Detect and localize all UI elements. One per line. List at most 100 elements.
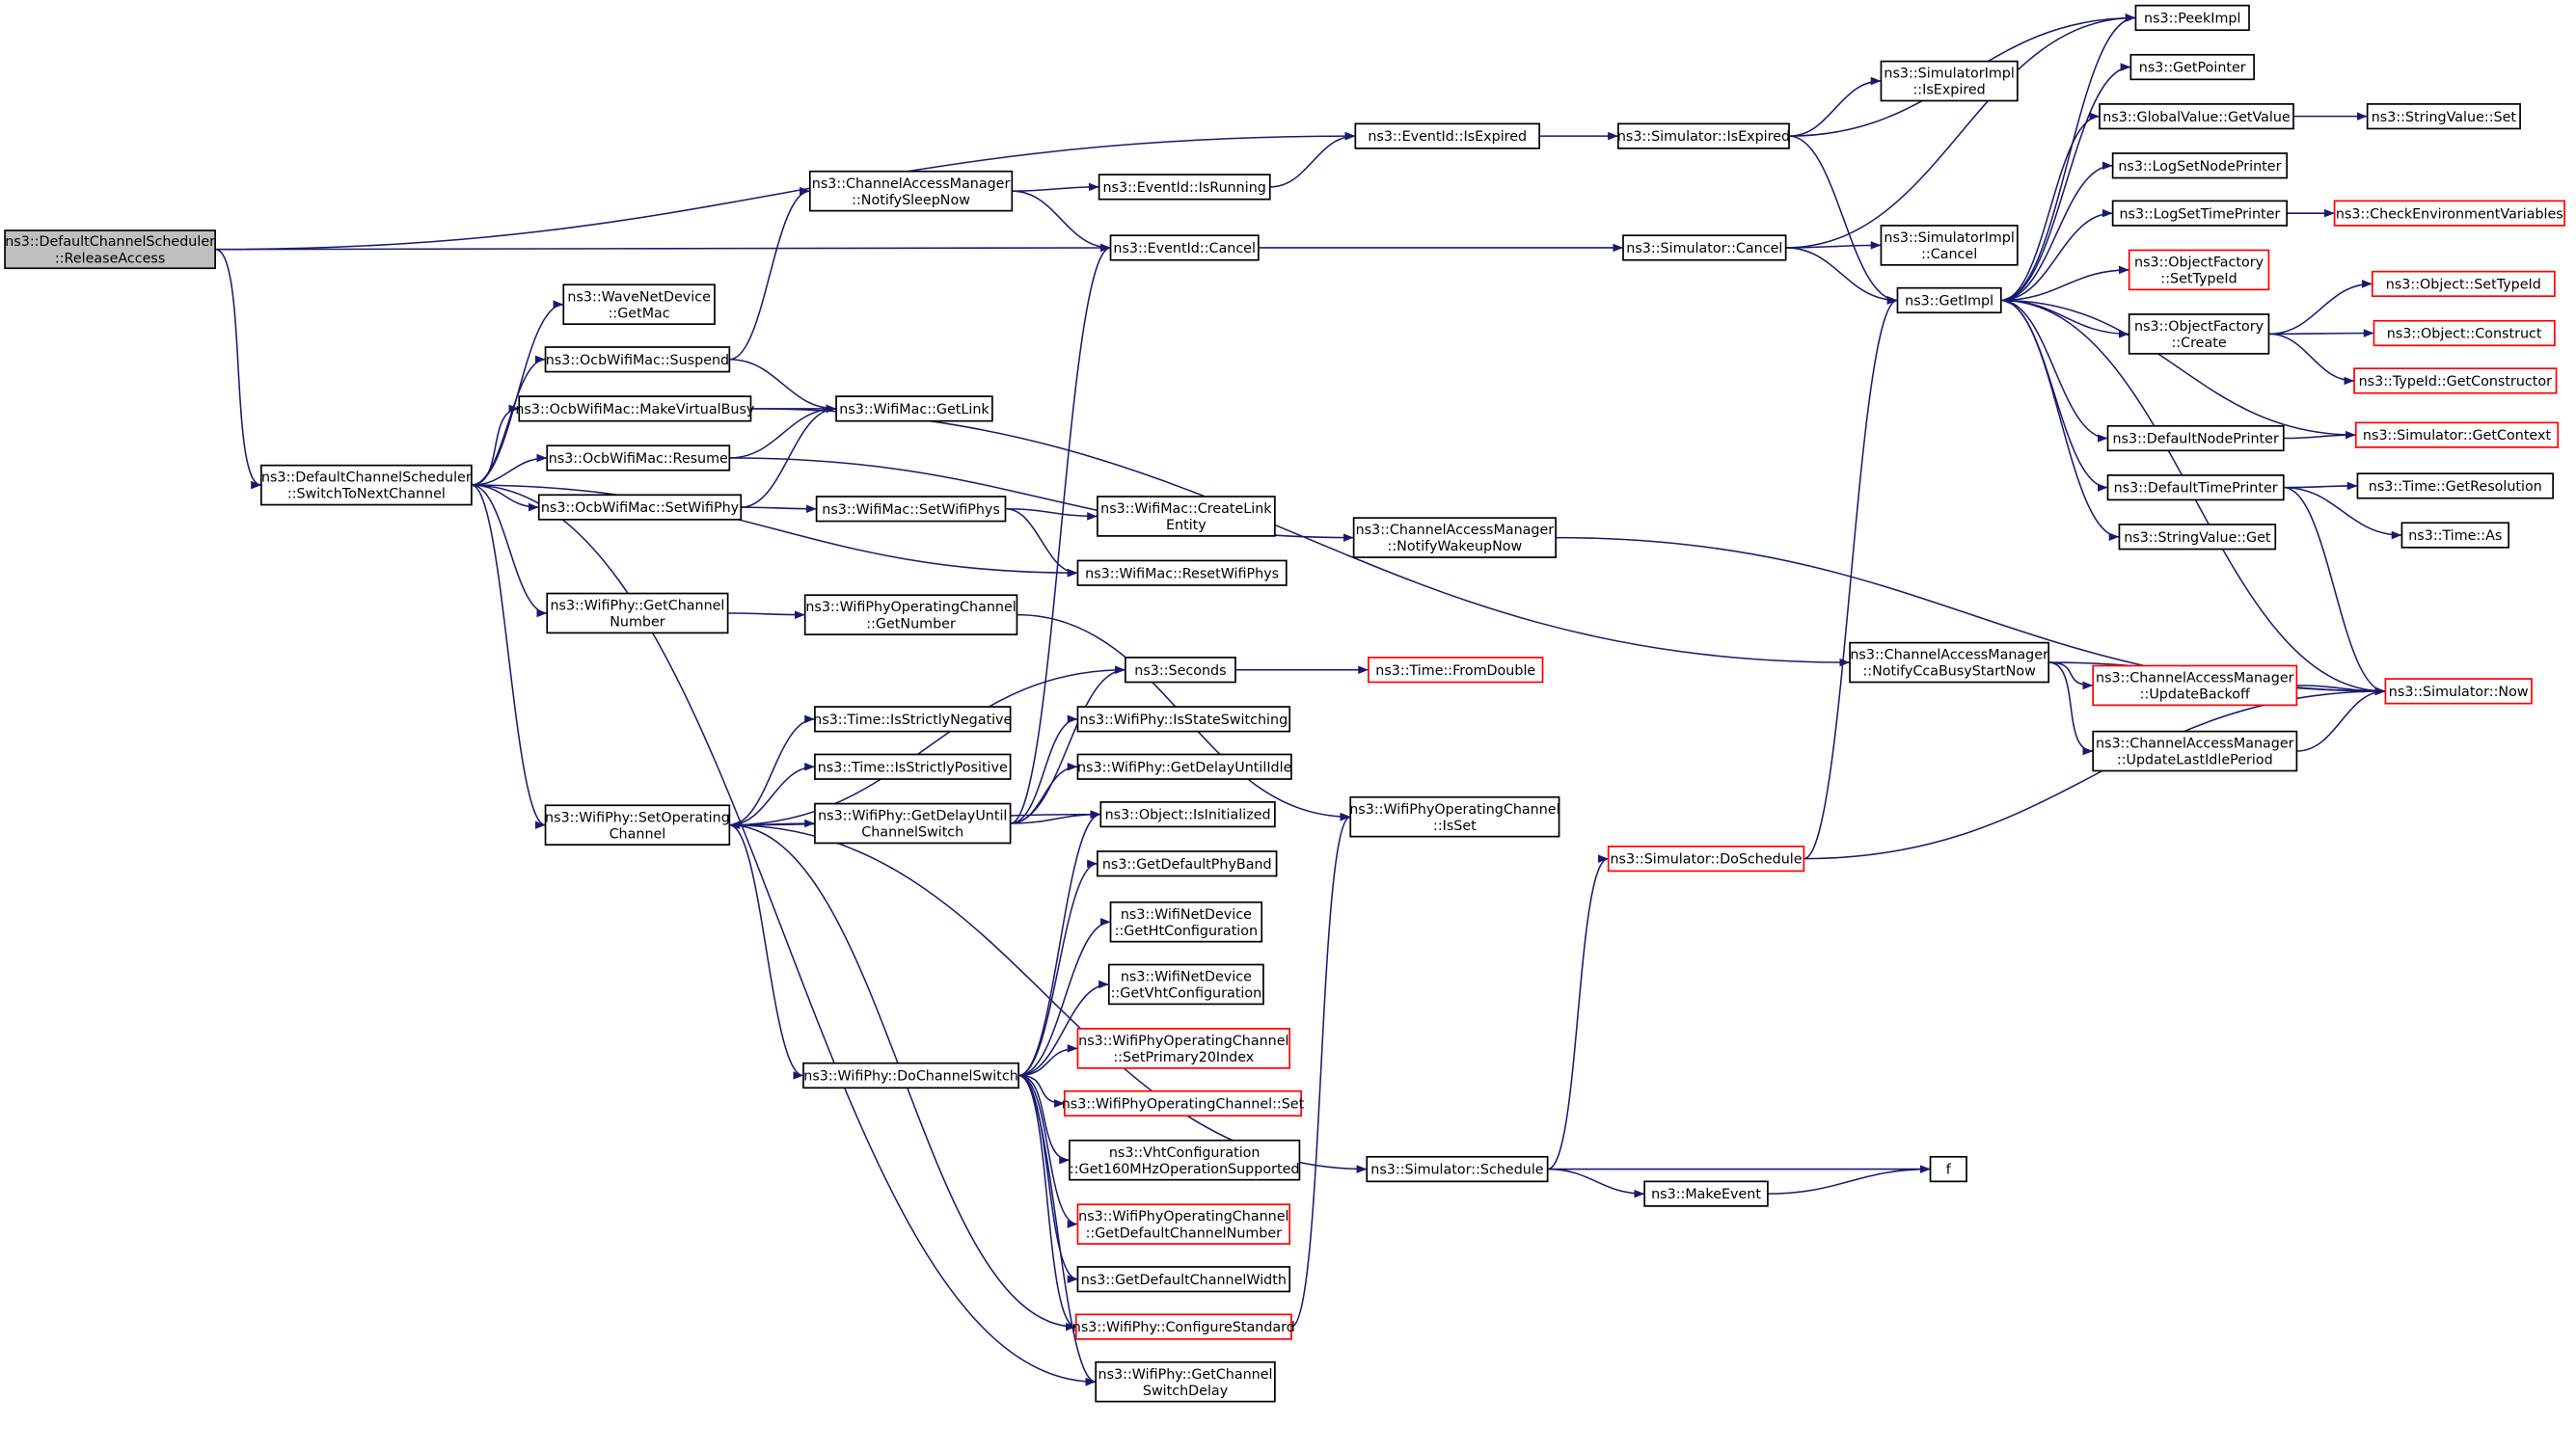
node-macsetphys[interactable]: ns3::WifiMac::SetWifiPhys bbox=[815, 496, 1007, 523]
node-box[interactable] bbox=[802, 1062, 1019, 1090]
node-box[interactable] bbox=[1896, 286, 2002, 314]
node-box[interactable] bbox=[546, 592, 729, 634]
node-box[interactable] bbox=[2092, 664, 2298, 707]
node-wakeup[interactable]: ns3::ChannelAccessManager::NotifyWakeupN… bbox=[1352, 517, 1558, 558]
node-simnow[interactable]: ns3::Simulator::Now bbox=[2384, 678, 2533, 705]
node-svget[interactable]: ns3::StringValue::Get bbox=[2118, 524, 2277, 551]
node-getctor[interactable]: ns3::TypeId::GetConstructor bbox=[2353, 367, 2558, 394]
node-deftimeprint[interactable]: ns3::DefaultTimePrinter bbox=[2106, 474, 2285, 501]
node-box[interactable] bbox=[4, 229, 217, 270]
node-getlink[interactable]: ns3::WifiMac::GetLink bbox=[835, 395, 993, 422]
node-getres[interactable]: ns3::Time::GetResolution bbox=[2356, 472, 2555, 499]
node-box[interactable] bbox=[1880, 60, 2019, 102]
node-box[interactable] bbox=[2134, 4, 2250, 32]
node-htconf[interactable]: ns3::WifiNetDevice::GetHtConfiguration bbox=[1109, 901, 1263, 943]
node-box[interactable] bbox=[2111, 152, 2289, 179]
node-box[interactable] bbox=[1076, 753, 1292, 780]
node-box[interactable] bbox=[2371, 270, 2556, 298]
node-lastidle[interactable]: ns3::ChannelAccessManager::UpdateLastIdl… bbox=[2092, 730, 2298, 772]
node-box[interactable] bbox=[835, 395, 993, 422]
node-box[interactable] bbox=[1352, 517, 1558, 558]
node-box[interactable] bbox=[2353, 367, 2558, 394]
node-svset[interactable]: ns3::StringValue::Set bbox=[2366, 103, 2521, 130]
node-box[interactable] bbox=[518, 395, 752, 422]
node-makeevent[interactable]: ns3::MakeEvent bbox=[1643, 1180, 1769, 1207]
node-box[interactable] bbox=[808, 170, 1014, 212]
node-box[interactable] bbox=[1929, 1155, 1967, 1183]
node-box[interactable] bbox=[1607, 845, 1805, 873]
node-box[interactable] bbox=[1076, 559, 1288, 586]
node-phyband[interactable]: ns3::GetDefaultPhyBand bbox=[1097, 850, 1278, 877]
node-suspend[interactable]: ns3::OcbWifiMac::Suspend bbox=[544, 346, 731, 373]
node-fromdouble[interactable]: ns3::Time::FromDouble bbox=[1368, 657, 1544, 684]
node-implcancel[interactable]: ns3::SimulatorImpl::Cancel bbox=[1880, 225, 2019, 266]
node-evexpired[interactable]: ns3::EventId::IsExpired bbox=[1354, 122, 1540, 149]
node-box[interactable] bbox=[2333, 200, 2565, 227]
node-defchwidth[interactable]: ns3::GetDefaultChannelWidth bbox=[1076, 1266, 1291, 1293]
node-isrunning[interactable]: ns3::EventId::IsRunning bbox=[1098, 174, 1271, 201]
node-box[interactable] bbox=[1098, 174, 1271, 201]
node-resetphys[interactable]: ns3::WifiMac::ResetWifiPhys bbox=[1076, 559, 1288, 586]
node-lognode[interactable]: ns3::LogSetNodePrinter bbox=[2111, 152, 2289, 179]
node-box[interactable] bbox=[1099, 801, 1276, 828]
node-box[interactable] bbox=[1076, 1266, 1291, 1293]
node-primary20[interactable]: ns3::WifiPhyOperatingChannel::SetPrimary… bbox=[1076, 1028, 1291, 1069]
node-logtime[interactable]: ns3::LogSetTimePrinter bbox=[2111, 200, 2289, 227]
node-defchnum[interactable]: ns3::WifiPhyOperatingChannel::GetDefault… bbox=[1076, 1203, 1291, 1245]
node-ofsettype[interactable]: ns3::ObjectFactory::SetTypeId bbox=[2128, 249, 2270, 291]
node-box[interactable] bbox=[2111, 200, 2289, 227]
node-gvgetvalue[interactable]: ns3::GlobalValue::GetValue bbox=[2099, 103, 2294, 130]
node-box[interactable] bbox=[815, 496, 1007, 523]
node-objconstruct[interactable]: ns3::Object::Construct bbox=[2373, 319, 2556, 347]
node-box[interactable] bbox=[1617, 122, 1790, 149]
node-box[interactable] bbox=[544, 804, 731, 846]
node-delayidle[interactable]: ns3::WifiPhy::GetDelayUntilIdle bbox=[1076, 753, 1292, 780]
node-schedule[interactable]: ns3::Simulator::Schedule bbox=[1366, 1155, 1549, 1183]
node-box[interactable] bbox=[1074, 1313, 1292, 1340]
node-box[interactable] bbox=[1368, 657, 1544, 684]
node-box[interactable] bbox=[1849, 641, 2050, 684]
node-confstd[interactable]: ns3::WifiPhy::ConfigureStandard bbox=[1072, 1313, 1295, 1340]
node-timeas[interactable]: ns3::Time::As bbox=[2400, 522, 2510, 549]
node-box[interactable] bbox=[2092, 730, 2298, 772]
node-getimpl[interactable]: ns3::GetImpl bbox=[1896, 286, 2002, 314]
node-box[interactable] bbox=[2128, 249, 2270, 291]
node-simcancel[interactable]: ns3::Simulator::Cancel bbox=[1622, 234, 1787, 261]
node-objsettype[interactable]: ns3::Object::SetTypeId bbox=[2371, 270, 2556, 298]
node-checkenv[interactable]: ns3::CheckEnvironmentVariables bbox=[2333, 200, 2565, 227]
node-get160[interactable]: ns3::VhtConfiguration::Get160MHzOperatio… bbox=[1069, 1139, 1301, 1181]
node-box[interactable] bbox=[1622, 234, 1787, 261]
node-stateswitch[interactable]: ns3::WifiPhy::IsStateSwitching bbox=[1076, 706, 1291, 733]
node-box[interactable] bbox=[546, 444, 731, 471]
node-box[interactable] bbox=[2373, 319, 2556, 347]
node-getpointer[interactable]: ns3::GetPointer bbox=[2129, 53, 2255, 81]
node-box[interactable] bbox=[537, 494, 743, 521]
node-box[interactable] bbox=[1097, 850, 1278, 877]
node-doschedule[interactable]: ns3::Simulator::DoSchedule bbox=[1607, 845, 1805, 873]
node-box[interactable] bbox=[2400, 522, 2510, 549]
node-box[interactable] bbox=[2128, 313, 2270, 355]
node-defnodeprint[interactable]: ns3::DefaultNodePrinter bbox=[2106, 424, 2285, 452]
node-strneg[interactable]: ns3::Time::IsStrictlyNegative bbox=[813, 706, 1013, 733]
node-switch[interactable]: ns3::DefaultChannelScheduler::SwitchToNe… bbox=[259, 464, 473, 506]
node-box[interactable] bbox=[1076, 1028, 1291, 1069]
node-peekimpl[interactable]: ns3::PeekImpl bbox=[2134, 4, 2250, 32]
node-box[interactable] bbox=[1097, 496, 1276, 537]
node-opset[interactable]: ns3::WifiPhyOperatingChannel::Set bbox=[1062, 1090, 1305, 1117]
node-box[interactable] bbox=[1107, 963, 1264, 1006]
node-box[interactable] bbox=[1366, 1155, 1549, 1183]
node-f[interactable]: f bbox=[1929, 1155, 1967, 1183]
node-box[interactable] bbox=[814, 802, 1012, 845]
node-box[interactable] bbox=[1069, 1139, 1301, 1181]
node-box[interactable] bbox=[544, 346, 731, 373]
node-release[interactable]: ns3::DefaultChannelScheduler::ReleaseAcc… bbox=[4, 229, 217, 270]
node-simexpired[interactable]: ns3::Simulator::IsExpired bbox=[1617, 122, 1790, 149]
node-dochsw[interactable]: ns3::WifiPhy::DoChannelSwitch bbox=[802, 1062, 1019, 1090]
node-box[interactable] bbox=[2129, 53, 2255, 81]
node-wavegetmac[interactable]: ns3::WaveNetDevice::GetMac bbox=[562, 283, 716, 326]
node-isinit[interactable]: ns3::Object::IsInitialized bbox=[1099, 801, 1276, 828]
node-backoff[interactable]: ns3::ChannelAccessManager::UpdateBackoff bbox=[2092, 664, 2298, 707]
